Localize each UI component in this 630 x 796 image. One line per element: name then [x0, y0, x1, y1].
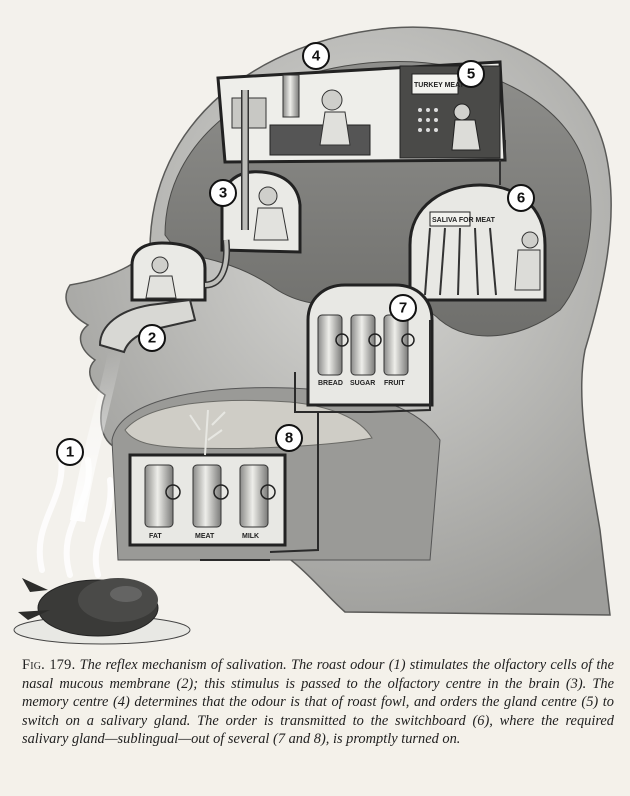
- nerve-wires: [200, 140, 506, 561]
- gland-label-fruit: FRUIT: [384, 380, 405, 387]
- svg-text:7: 7: [399, 300, 407, 317]
- room-switchboard: SALIVA FOR MEAT: [408, 160, 547, 302]
- marker-1: 1: [56, 438, 84, 466]
- gland-label-milk: MILK: [242, 533, 259, 540]
- marker-2: 2: [138, 324, 166, 352]
- turkey-meat-board-label: TURKEY MEAT: [414, 82, 465, 89]
- svg-text:8: 8: [285, 430, 293, 447]
- odour-stream: [70, 352, 122, 522]
- gland-label-sugar: SUGAR: [350, 380, 375, 387]
- figure-caption: Fig. 179. The reflex mechanism of saliva…: [22, 656, 614, 749]
- marker-8: 8: [275, 424, 303, 452]
- switchboard-label: SALIVA FOR MEAT: [432, 217, 496, 224]
- marker-3: 3: [209, 179, 237, 207]
- svg-text:3: 3: [219, 185, 227, 202]
- marker-4: 4: [302, 42, 330, 70]
- room-olfactory-centre: [220, 90, 302, 254]
- gland-label-fat: FAT: [149, 533, 162, 540]
- svg-text:4: 4: [312, 48, 321, 65]
- roast-fowl: [13, 578, 191, 645]
- figure-number: Fig. 179.: [22, 657, 76, 673]
- svg-text:1: 1: [66, 444, 74, 461]
- step-markers: 1 2 3 4 5 6 7 8: [56, 42, 535, 466]
- marker-5: 5: [457, 60, 485, 88]
- room-glands-lower: FAT MEAT MILK: [128, 409, 287, 547]
- svg-text:2: 2: [148, 330, 156, 347]
- room-memory-and-gland-centre: TURKEY MEAT: [216, 60, 507, 164]
- gland-label-meat: MEAT: [195, 533, 215, 540]
- salivation-reflex-illustration: TURKEY MEAT SALIVA FOR MEAT: [13, 26, 612, 645]
- vapour: [36, 447, 114, 578]
- marker-6: 6: [507, 184, 535, 212]
- marker-7: 7: [389, 294, 417, 322]
- gland-labels-upper: BREAD SUGAR FRUIT: [318, 380, 405, 387]
- svg-text:5: 5: [467, 66, 475, 83]
- gland-label-bread: BREAD: [318, 380, 343, 387]
- svg-text:6: 6: [517, 190, 525, 207]
- caption-text: The reflex mechanism of salivation. The …: [22, 657, 614, 748]
- gland-labels-lower: FAT MEAT MILK: [149, 533, 259, 540]
- room-nasal-membrane: [130, 239, 230, 302]
